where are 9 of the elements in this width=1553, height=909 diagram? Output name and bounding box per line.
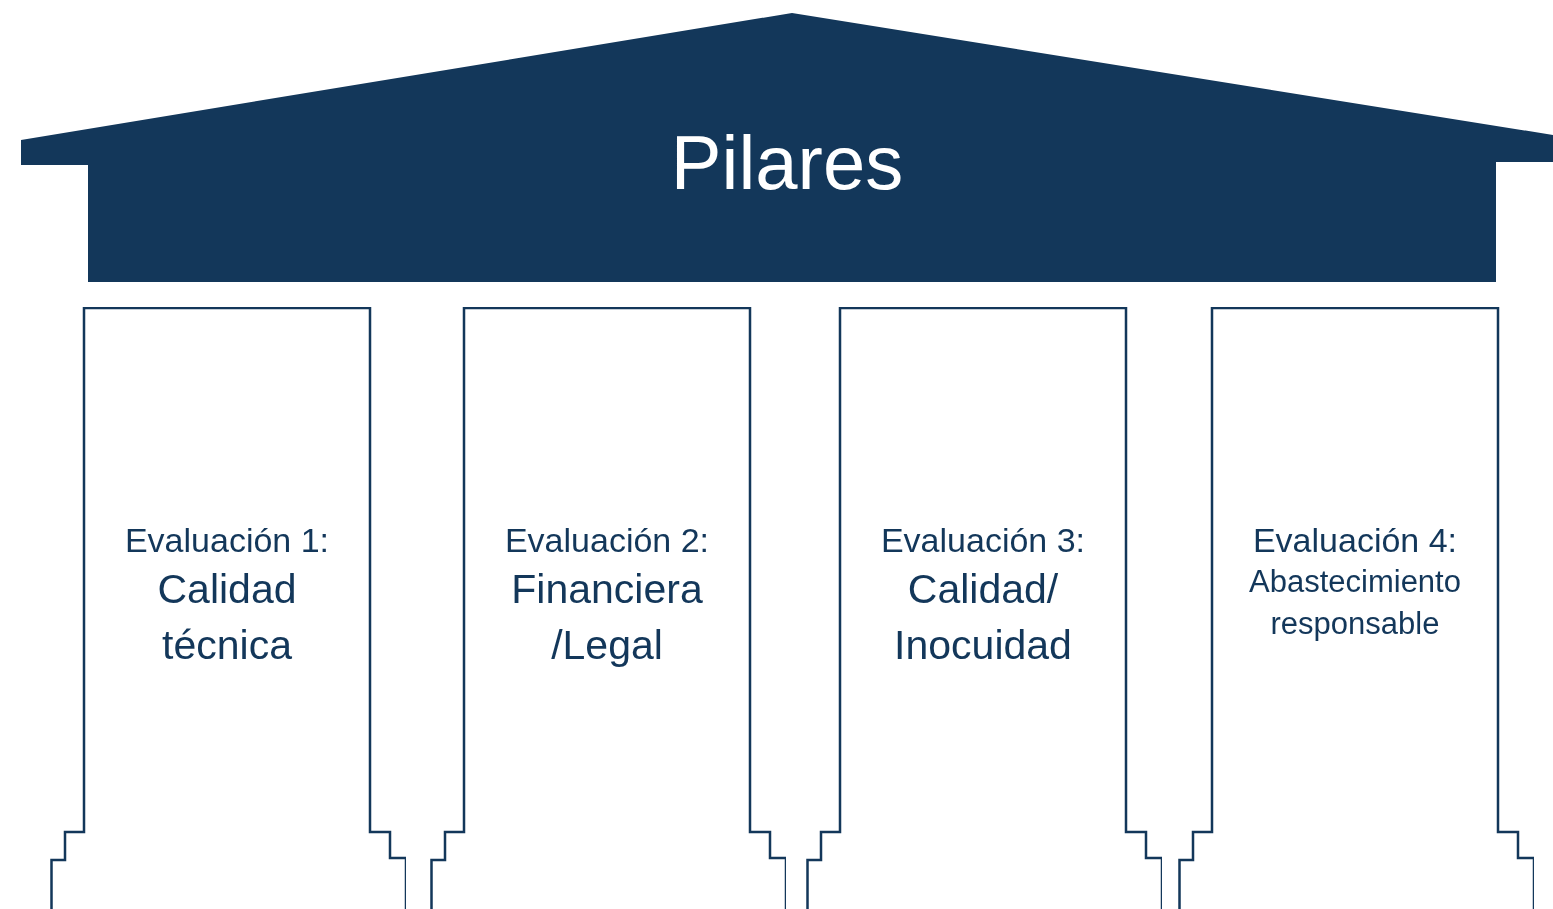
- pillar-heading: Evaluación 1:: [123, 520, 331, 561]
- pillar-label: Calidad técnica: [156, 565, 298, 670]
- pillar-heading: Evaluación 3:: [879, 520, 1087, 561]
- pillar-label: Financiera /Legal: [510, 565, 704, 670]
- pillar-heading: Evaluación 2:: [503, 520, 711, 561]
- pillar-heading: Evaluación 4:: [1251, 520, 1459, 561]
- pillar-label: Calidad/ Inocuidad: [893, 565, 1073, 670]
- roof-title: Pilares: [669, 119, 905, 207]
- pillar-label: Abastecimiento responsable: [1248, 563, 1462, 643]
